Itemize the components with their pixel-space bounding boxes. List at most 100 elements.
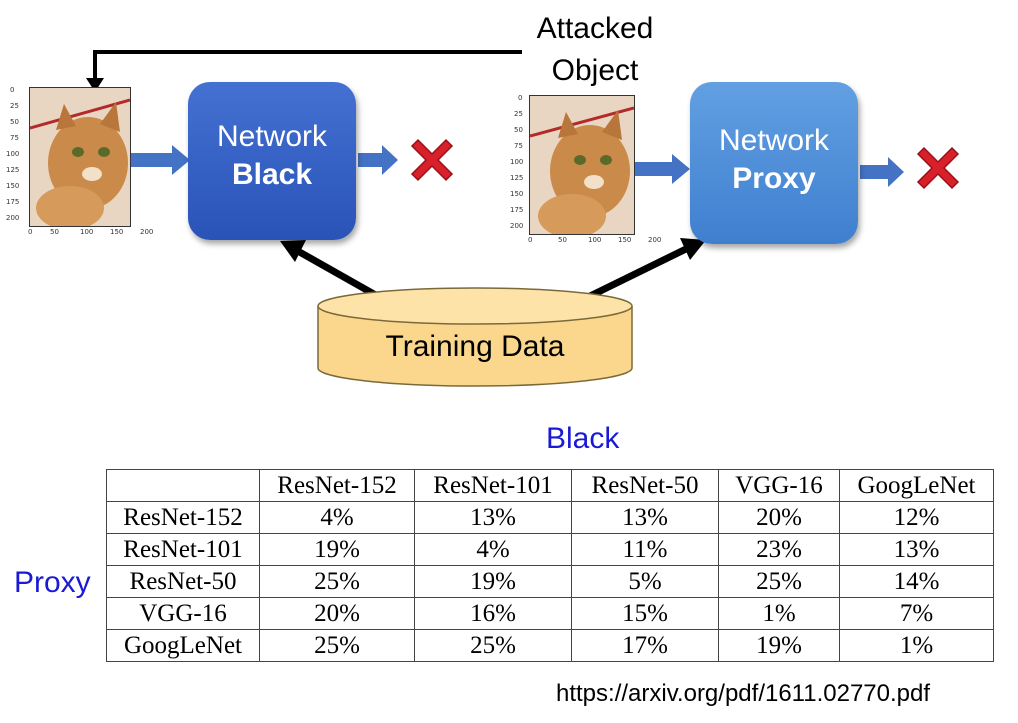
arrow-black-to-cross <box>358 145 398 175</box>
network-proxy-line1: Network <box>718 124 830 157</box>
tick-y-200: 200 <box>510 222 524 230</box>
table-cell: ResNet-101 <box>106 533 260 566</box>
tick-y-175: 175 <box>510 206 524 214</box>
tick-y-50: 50 <box>514 126 523 134</box>
arrow-image-to-black <box>128 145 190 175</box>
tick-x-200: 200 <box>140 228 154 236</box>
tick-x-200: 200 <box>648 236 662 244</box>
tick-y-100: 100 <box>510 158 524 166</box>
tick-y-0: 0 <box>10 86 15 94</box>
arrow-data-to-proxy <box>580 244 690 304</box>
cat-image-right <box>530 96 634 234</box>
diagram-arrows <box>86 50 960 387</box>
table-cell: 25% <box>259 565 415 598</box>
image-right-axis-frame <box>529 95 635 235</box>
table-cell: 1% <box>839 629 994 662</box>
tick-x-150: 150 <box>110 228 124 236</box>
table-header-cell <box>106 469 260 502</box>
table-cell: 13% <box>571 501 719 534</box>
table-cell: ResNet-50 <box>106 565 260 598</box>
table-cell: GoogLeNet <box>106 629 260 662</box>
network-proxy-line2: Proxy <box>732 162 816 195</box>
table-cell: 17% <box>571 629 719 662</box>
attacked-object-line2: Object <box>551 54 639 87</box>
attacked-object-label: Attacked Object <box>520 8 670 92</box>
cross-icon-black <box>410 138 454 182</box>
tick-y-125: 125 <box>510 174 524 182</box>
tick-x-50: 50 <box>558 236 567 244</box>
training-data-cylinder <box>317 287 633 387</box>
table-header-row: ResNet-152 ResNet-101 ResNet-50 VGG-16 G… <box>106 469 994 502</box>
table-cell: 5% <box>571 565 719 598</box>
table-cell: 16% <box>414 597 572 630</box>
table-cell: ResNet-152 <box>106 501 260 534</box>
table-cell: 19% <box>414 565 572 598</box>
table-column-axis-label: Black <box>546 422 620 455</box>
table-cell: 12% <box>839 501 994 534</box>
transfer-rate-table: ResNet-152 ResNet-101 ResNet-50 VGG-16 G… <box>106 469 994 662</box>
table-cell: 20% <box>259 597 415 630</box>
table-cell: 25% <box>259 629 415 662</box>
table-header-cell: ResNet-50 <box>571 469 719 502</box>
table-row: VGG-16 20% 16% 15% 1% 7% <box>106 597 994 630</box>
tick-y-50: 50 <box>10 118 19 126</box>
table-cell: 19% <box>259 533 415 566</box>
table-cell: 25% <box>718 565 840 598</box>
tick-y-150: 150 <box>510 190 524 198</box>
feedback-arrow <box>93 50 522 86</box>
cross-icon-proxy <box>916 146 960 190</box>
table-header-cell: ResNet-101 <box>414 469 572 502</box>
tick-y-75: 75 <box>10 134 19 142</box>
tick-y-200: 200 <box>6 214 20 222</box>
tick-x-0: 0 <box>528 236 533 244</box>
attacked-object-line1: Attacked <box>536 12 654 45</box>
tick-y-75: 75 <box>514 142 523 150</box>
network-black-box: Network Black <box>188 82 356 240</box>
network-proxy-box: Network Proxy <box>690 82 858 244</box>
table-cell: 25% <box>414 629 572 662</box>
tick-y-0: 0 <box>518 94 523 102</box>
table-row-axis-label: Proxy <box>14 566 91 599</box>
network-black-line1: Network <box>216 120 328 153</box>
arrow-data-to-proxy-head <box>680 238 706 260</box>
feedback-arrowhead <box>86 78 104 92</box>
tick-y-25: 25 <box>514 110 523 118</box>
cat-image-left <box>30 88 130 226</box>
table-row: ResNet-101 19% 4% 11% 23% 13% <box>106 533 994 566</box>
tick-x-100: 100 <box>80 228 94 236</box>
table-cell: 4% <box>259 501 415 534</box>
tick-x-100: 100 <box>588 236 602 244</box>
input-image-right: 0 25 50 75 100 125 150 175 200 0 50 100 … <box>506 94 666 246</box>
table-row: ResNet-152 4% 13% 13% 20% 12% <box>106 501 994 534</box>
tick-y-175: 175 <box>6 198 20 206</box>
table-cell: 11% <box>571 533 719 566</box>
arrow-image-to-proxy <box>632 154 690 184</box>
arrow-data-to-black-head <box>280 240 306 262</box>
table-row: ResNet-50 25% 19% 5% 25% 14% <box>106 565 994 598</box>
tick-x-0: 0 <box>28 228 33 236</box>
source-url[interactable]: https://arxiv.org/pdf/1611.02770.pdf <box>556 680 931 707</box>
table-header-cell: VGG-16 <box>718 469 840 502</box>
table-header-cell: ResNet-152 <box>259 469 415 502</box>
table-row: GoogLeNet 25% 25% 17% 19% 1% <box>106 629 994 662</box>
table-cell: 20% <box>718 501 840 534</box>
table-cell: 4% <box>414 533 572 566</box>
table-cell: 23% <box>718 533 840 566</box>
table-cell: 1% <box>718 597 840 630</box>
tick-x-150: 150 <box>618 236 632 244</box>
table-cell: 13% <box>414 501 572 534</box>
tick-y-25: 25 <box>10 102 19 110</box>
table-cell: VGG-16 <box>106 597 260 630</box>
tick-x-50: 50 <box>50 228 59 236</box>
arrow-proxy-to-cross <box>860 157 904 187</box>
tick-y-150: 150 <box>6 182 20 190</box>
tick-y-100: 100 <box>6 150 20 158</box>
training-data-label: Training Data <box>385 330 565 363</box>
table-cell: 7% <box>839 597 994 630</box>
image-left-axis-frame <box>29 87 131 227</box>
table-cell: 15% <box>571 597 719 630</box>
network-black-line2: Black <box>231 158 313 191</box>
table-cell: 19% <box>718 629 840 662</box>
tick-y-125: 125 <box>6 166 20 174</box>
table-header-cell: GoogLeNet <box>839 469 994 502</box>
